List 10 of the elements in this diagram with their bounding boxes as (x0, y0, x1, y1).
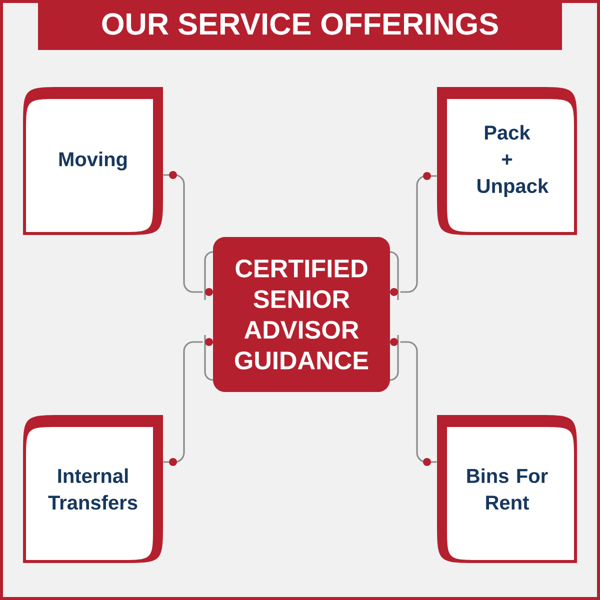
service-box: Moving (23, 87, 163, 235)
title-banner: OUR SERVICE OFFERINGS (38, 0, 562, 50)
connector (400, 175, 437, 293)
service-box: Bins For Rent (437, 415, 577, 563)
connector (163, 341, 203, 463)
connector (163, 174, 203, 293)
center-box: CERTIFIED SENIOR ADVISOR GUIDANCE (213, 237, 390, 392)
service-box: Pack + Unpack (437, 87, 577, 235)
service-box: Internal Transfers (23, 415, 163, 563)
connector (400, 341, 437, 463)
